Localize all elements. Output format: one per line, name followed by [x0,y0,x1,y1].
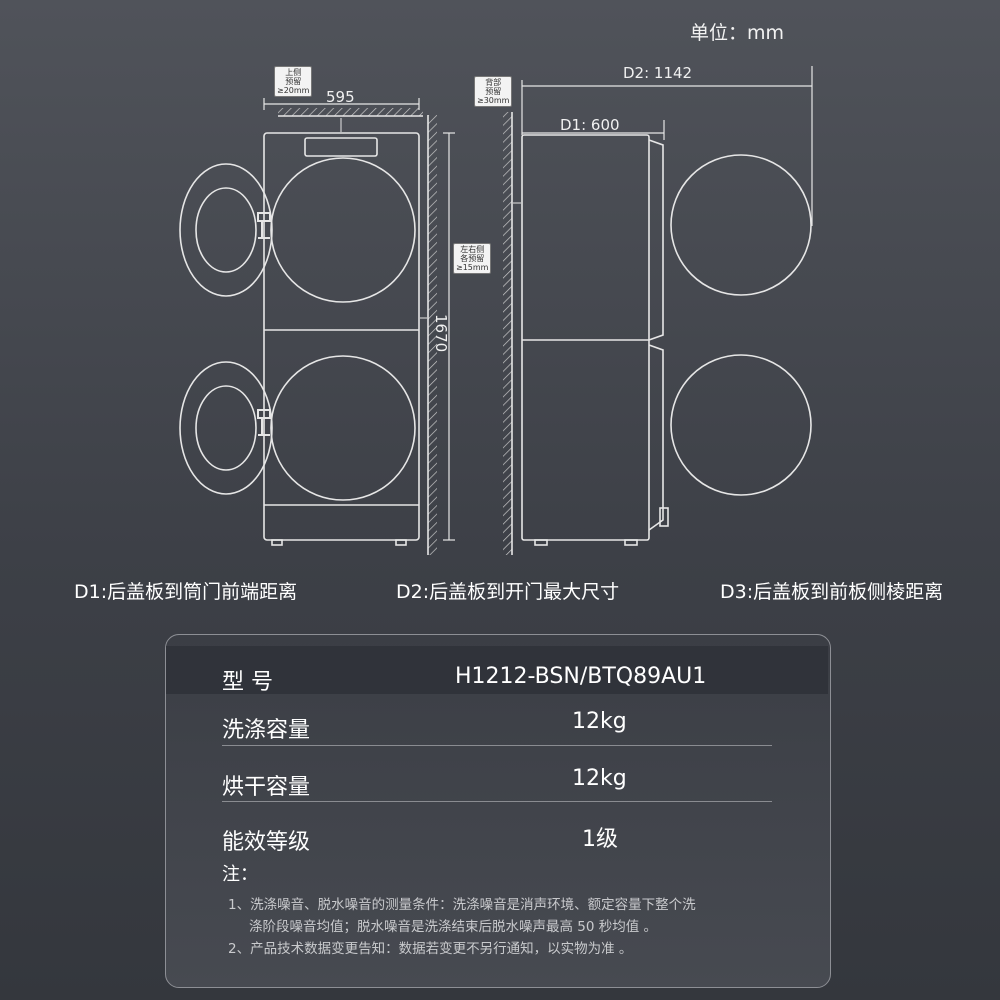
top-clearance-note: 上侧 预留 ≥20mm [274,66,313,97]
d1-dimension: D1: 600 [560,116,620,134]
height-dimension: 1670 [432,314,450,353]
dry-capacity-label: 烘干容量 [222,775,311,800]
note-line: 各预留 [460,254,485,263]
note-1-line-1: 1、洗涤噪音、脱水噪音的测量条件：洗涤噪音是消声环境、额定容量下整个洗 [228,897,696,913]
wash-capacity-value: 12kg [572,709,627,734]
back-clearance-note: 背部 预留 ≥30mm [474,76,513,107]
model-value: H1212-BSN/BTQ89AU1 [455,664,707,689]
energy-rating-value: 1级 [582,827,618,852]
spec-header-band [166,646,828,694]
note-line: 预留 [485,87,502,96]
unit-label: 单位：mm [690,22,785,44]
note-line: ≥30mm [477,96,510,105]
note-line: 上侧 [285,68,302,77]
energy-rating-label: 能效等级 [222,830,311,855]
side-clearance-note: 左右侧 各预留 ≥15mm [453,243,492,274]
note-line: 预留 [285,77,302,86]
notes-title: 注： [222,864,258,885]
note-2: 2、产品技术数据变更告知：数据若变更不另行通知，以实物为准 。 [228,941,633,957]
d2-dimension: D2: 1142 [623,64,693,82]
row-divider [222,801,772,802]
front-view [179,98,455,555]
caption-d1: D1:后盖板到筒门前端距离 [74,581,298,603]
note-line: 背部 [485,78,502,87]
note-line: ≥15mm [456,263,489,272]
note-line: 左右侧 [460,245,485,254]
wash-capacity-label: 洗涤容量 [222,718,311,743]
dry-capacity-value: 12kg [572,766,627,791]
note-1-line-2: 涤阶段噪音均值；脱水噪音是洗涤结束后脱水噪声最高 50 秒均值 。 [249,919,658,935]
model-label: 型 号 [222,670,273,695]
side-view [503,66,813,555]
caption-d3: D3:后盖板到前板侧棱距离 [720,581,944,603]
width-dimension: 595 [326,88,355,106]
caption-d2: D2:后盖板到开门最大尺寸 [396,581,620,603]
row-divider [222,745,772,746]
dimension-drawing [179,66,813,555]
note-line: ≥20mm [277,86,310,95]
